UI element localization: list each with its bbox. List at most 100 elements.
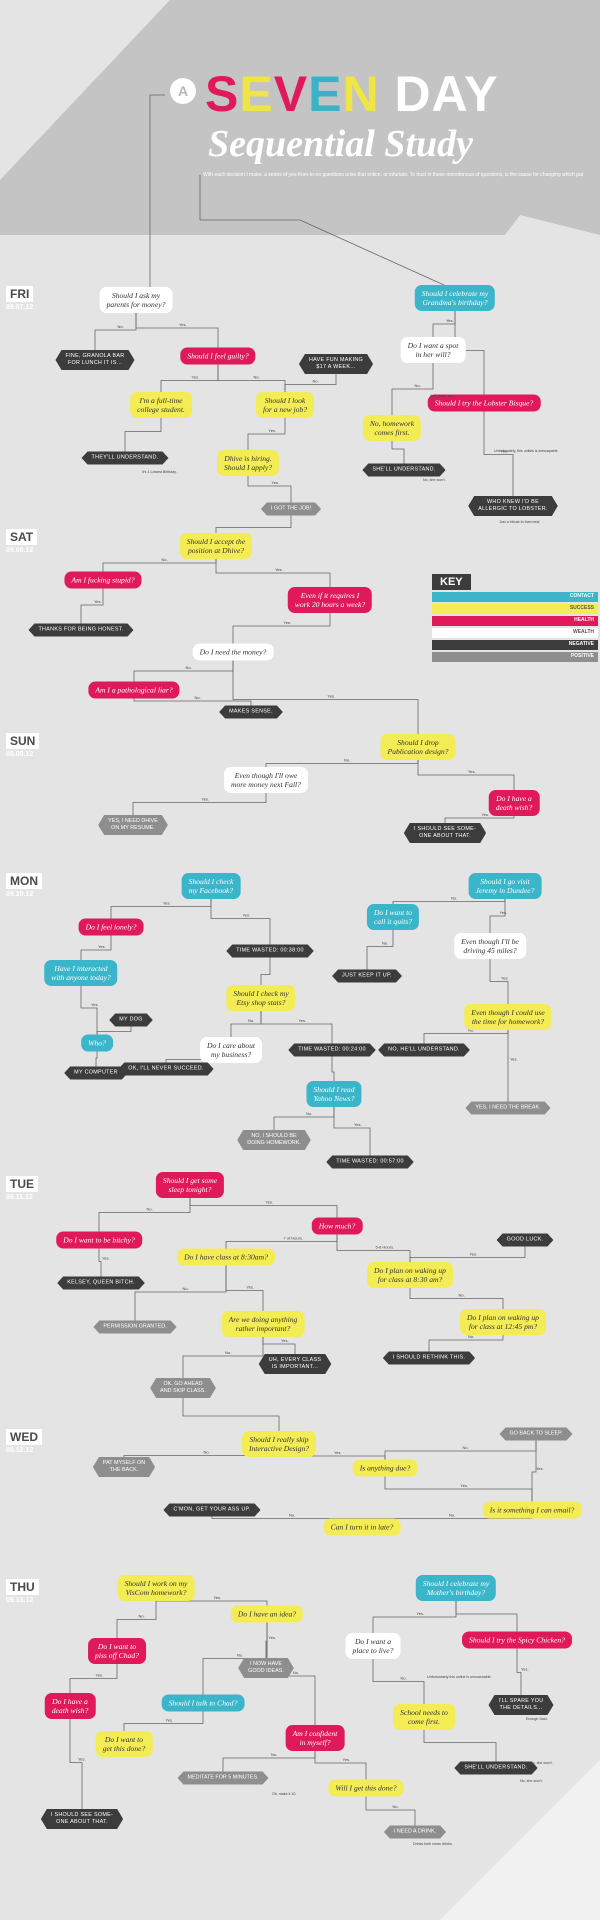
edge-label: No. xyxy=(237,1653,243,1658)
node-t7: Do I plan on waking up for class at 8:30… xyxy=(367,1262,453,1288)
title-seven-day: SEVEN DAY xyxy=(205,66,498,122)
edge-label: Yes. xyxy=(501,976,509,981)
day-date: 09.11.12 xyxy=(6,1194,33,1201)
node-h14: Do I want a place to live? xyxy=(345,1633,401,1659)
node-s3: THANKS FOR BEING HONEST. xyxy=(28,624,133,637)
day-date: 09.07.12 xyxy=(6,304,34,311)
edge-label: Yes. xyxy=(192,375,200,380)
title-letter-v: V xyxy=(273,66,309,122)
node-m21: YES, I NEED THE BREAK. xyxy=(465,1102,550,1115)
node-m13: NO, I SHOULD BE DOING HOMEWORK. xyxy=(237,1130,311,1150)
edge-label: Yes. xyxy=(500,910,508,915)
annotation-note: No, she won't. xyxy=(520,1779,543,1783)
node-m9: Do I care about my business? xyxy=(199,1037,263,1063)
edge-label: No. xyxy=(468,1334,474,1339)
node-f13: No, homework comes first. xyxy=(362,415,422,441)
edge-label: No. xyxy=(147,1207,153,1212)
day-date: 09.09.12 xyxy=(6,751,34,758)
node-m16: Do I want to call it quits? xyxy=(366,904,420,930)
edge-label: No. xyxy=(344,758,350,763)
edge-label: No. xyxy=(463,1445,469,1450)
node-h2: Do I have an idea? xyxy=(230,1605,304,1623)
edge-label: Yes. xyxy=(202,797,210,802)
connector-s4-s5 xyxy=(232,600,331,652)
edge-label: Yes. xyxy=(266,1200,274,1205)
edge-label: Yes. xyxy=(166,1718,174,1723)
connector-f10-f12 xyxy=(454,298,485,403)
edge-label: No. xyxy=(118,324,124,329)
connector-t4-t10 xyxy=(225,1257,264,1324)
node-h11: I SHOULD SEE SOME- ONE ABOUT THAT. xyxy=(41,1809,123,1829)
connector-s2-s3 xyxy=(80,580,104,630)
annotation-note: Unfortunately, this unlists is inescapab… xyxy=(494,449,559,453)
edge-label: Yes. xyxy=(275,567,283,572)
day-name: WED xyxy=(6,1429,42,1445)
edge-label: Yes. xyxy=(521,1667,529,1672)
edge-label: Yes. xyxy=(417,1611,425,1616)
connector-t2-t3 xyxy=(98,1240,102,1283)
title-sequential-study: Sequential Study xyxy=(208,123,473,165)
node-f7: HAVE FUN MAKING $17 A WEEK... xyxy=(299,354,373,374)
edge-label: Yes. xyxy=(272,480,280,485)
node-h7: Do I want to get this done? xyxy=(95,1731,153,1757)
day-name: FRI xyxy=(6,286,34,302)
edge-label: Yes. xyxy=(78,1757,86,1762)
edge-label: No. xyxy=(451,896,457,901)
connector-h13-h15 xyxy=(455,1588,518,1640)
node-m12: Should I read Yahoo News? xyxy=(306,1081,362,1107)
edge-label: Yes. xyxy=(482,812,490,817)
connector-h10-h12 xyxy=(365,1788,416,1832)
edge-label: 7 of Hours. xyxy=(284,1236,304,1241)
connector-h14-h16 xyxy=(372,1646,425,1717)
edge-label: Yes. xyxy=(247,1285,255,1290)
day-date: 09.12.12 xyxy=(6,1447,34,1454)
node-f10: Should I celebrate my Grandma's birthday… xyxy=(414,285,496,311)
edge-label: Yes. xyxy=(446,318,454,323)
edge-label: No. xyxy=(468,1028,474,1033)
edge-label: No. xyxy=(313,379,319,384)
node-m17: JUST KEEP IT UP. xyxy=(332,970,402,983)
node-t13: OK, GO AHEAD AND SKIP CLASS. xyxy=(150,1378,216,1398)
node-u2: Even though I'll owe more money next Fal… xyxy=(224,767,308,793)
day-name: TUE xyxy=(6,1176,38,1192)
legend-label: NEGATIVE xyxy=(568,641,594,647)
node-h16: School needs to come first. xyxy=(393,1704,455,1730)
title-day: DAY xyxy=(379,66,499,122)
edge-label: No. xyxy=(401,1676,407,1681)
edge-label: No. xyxy=(293,1670,299,1675)
node-h13: Should I celebrate my Mother's birthday? xyxy=(415,1575,497,1601)
legend-row-success: SUCCESS xyxy=(432,604,598,614)
connector-f4-f5 xyxy=(124,405,162,458)
node-h3: Do I want to piss off Chad? xyxy=(88,1638,146,1664)
node-f3: Should I feel guilty? xyxy=(180,347,256,365)
edge-label: No. xyxy=(254,375,260,380)
legend-title: KEY xyxy=(432,574,471,590)
footer-band-shape xyxy=(440,1760,600,1920)
legend-row-positive: POSITIVE xyxy=(432,652,598,662)
node-m4: Who? xyxy=(81,1034,113,1052)
day-date: 09.08.12 xyxy=(6,547,34,554)
edge-label: Yes. xyxy=(470,1252,478,1257)
node-m2: Do I feel lonely? xyxy=(78,918,144,936)
edge-label: Yes. xyxy=(243,913,251,918)
node-h9: MEDITATE FOR 5 MINUTES. xyxy=(177,1772,268,1785)
node-s2: Am I fucking stupid? xyxy=(64,571,142,589)
node-h17: I'LL SPARE YOU THE DETAILS... xyxy=(489,1695,554,1715)
node-s6: Am I a pathological liar? xyxy=(88,681,180,699)
edge-label: Yes. xyxy=(98,944,106,949)
node-f9: I GOT THE JOB! xyxy=(261,503,321,516)
edge-label: No. xyxy=(225,1350,231,1355)
node-f1: Should I ask my parents for money? xyxy=(99,287,173,313)
connector-h1-h3 xyxy=(116,1588,157,1651)
edge-label: Yes. xyxy=(179,322,187,327)
edge-label: No. xyxy=(139,1614,145,1619)
node-h4: Do I have a death wish? xyxy=(44,1693,96,1719)
edge-label: Yes. xyxy=(501,449,509,454)
annotation-note: Oh, make it 10. xyxy=(272,1792,297,1796)
edge-label: Yes. xyxy=(461,1483,469,1488)
legend-label: WEALTH xyxy=(572,629,594,635)
connector-t10-t13 xyxy=(182,1324,264,1388)
day-date: 09.10.12 xyxy=(6,891,34,898)
